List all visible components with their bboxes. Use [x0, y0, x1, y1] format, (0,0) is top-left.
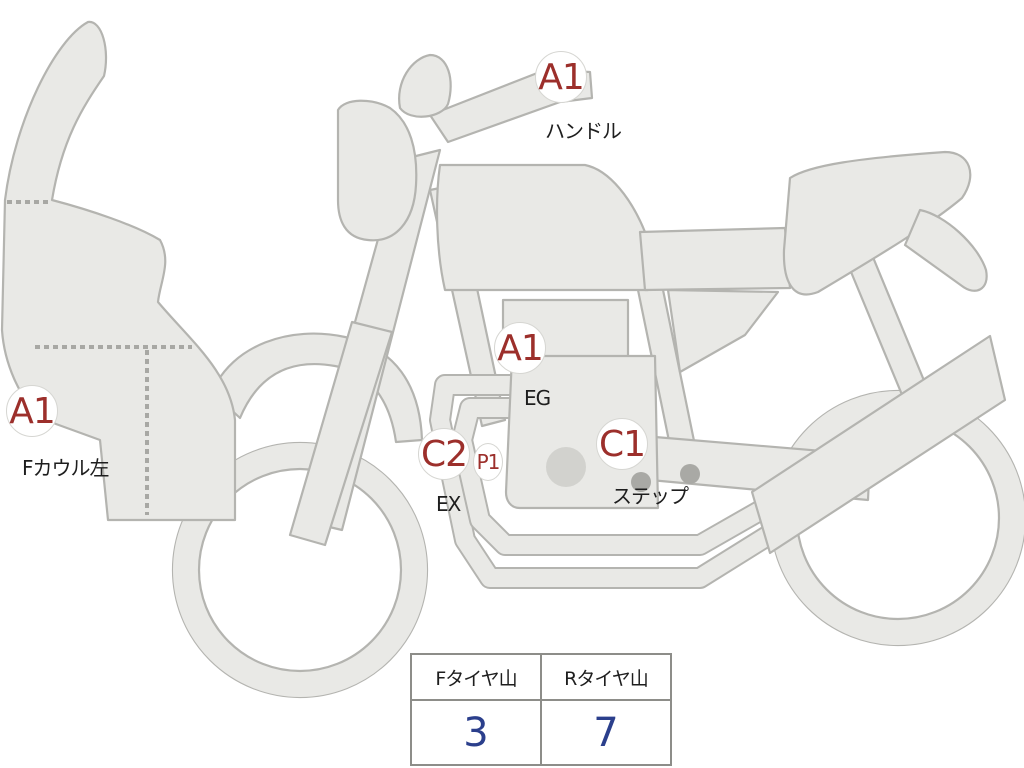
handle-code-badge: A1	[535, 51, 587, 103]
handle-label: ハンドル	[545, 119, 622, 143]
engine-label: EG	[524, 386, 551, 410]
muffler	[750, 334, 1007, 555]
rear-tire-header: Rタイヤ山	[540, 653, 672, 701]
fork-lower	[288, 320, 394, 547]
rear-seat	[782, 150, 972, 296]
front-tire-value: 3	[410, 699, 542, 766]
side-cover	[666, 288, 780, 374]
tail-cowl	[903, 208, 988, 292]
rear-tire-value: 7	[540, 699, 672, 766]
front-tire-header: Fタイヤ山	[410, 653, 542, 701]
footpeg-front	[631, 472, 651, 492]
exhaust-pipe	[431, 376, 794, 587]
step-label: ステップ	[612, 484, 689, 508]
fuel-tank	[435, 163, 650, 292]
front-cowl	[0, 20, 237, 522]
mirror	[398, 53, 452, 118]
exhaust-label: EX	[436, 492, 461, 516]
rear-fender	[842, 248, 932, 404]
seat	[638, 226, 792, 292]
front-cowl-left-label: Fカウル左	[22, 456, 110, 480]
front-cowl-left-code-badge: A1	[6, 385, 58, 437]
exhaust-pipe-inner	[453, 399, 779, 554]
front-wheel	[171, 441, 429, 699]
engine-code-badge: A1	[494, 322, 546, 374]
front-fender	[210, 332, 424, 444]
engine-cover	[546, 447, 586, 487]
exhaust-p1-badge: P1	[473, 443, 503, 481]
headlight	[336, 99, 418, 242]
engine-block	[504, 354, 660, 510]
tire-tread-table: Fタイヤ山 Rタイヤ山 3 7	[410, 653, 672, 766]
exhaust-code-badge: C2	[418, 428, 470, 480]
footpeg-rear	[680, 464, 700, 484]
step-code-badge: C1	[596, 418, 648, 470]
